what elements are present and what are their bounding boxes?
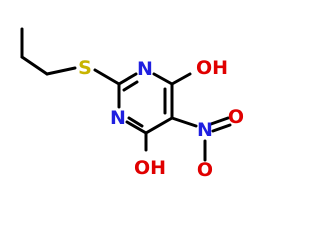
molecule-structure: S N N OH OH N O O bbox=[20, 27, 244, 181]
bond-nitro-o-top bbox=[209, 116, 230, 126]
bond-c6-n1 bbox=[125, 120, 148, 135]
bond-c2-n3 bbox=[117, 72, 138, 86]
atom-ring-nitrogen-top: N bbox=[137, 58, 153, 80]
bond-c6-n1-double bbox=[127, 116, 144, 128]
atom-nitro-oxygen-top: O bbox=[228, 106, 244, 128]
bond-c3-s bbox=[45, 66, 77, 76]
bond-nitro-o-top-double bbox=[211, 123, 232, 133]
bond-c4-oh bbox=[170, 72, 192, 86]
atom-sulfur: S bbox=[78, 57, 92, 79]
bond-s-c2ring bbox=[93, 68, 121, 86]
atom-nitro-nitrogen: N bbox=[197, 119, 213, 141]
bond-c2-n3-double bbox=[122, 80, 139, 92]
atom-ring-nitrogen-bottom: N bbox=[110, 107, 126, 129]
bond-c5-nitro bbox=[170, 116, 198, 128]
atom-nitro-oxygen-bottom: O bbox=[197, 159, 213, 181]
bond-n3-c4 bbox=[152, 72, 174, 86]
bond-c2-c3 bbox=[20, 55, 49, 76]
atom-hydroxyl-top: OH bbox=[196, 57, 228, 79]
atom-hydroxyl-bottom: OH bbox=[134, 157, 166, 179]
bond-c5-c6 bbox=[144, 116, 174, 135]
